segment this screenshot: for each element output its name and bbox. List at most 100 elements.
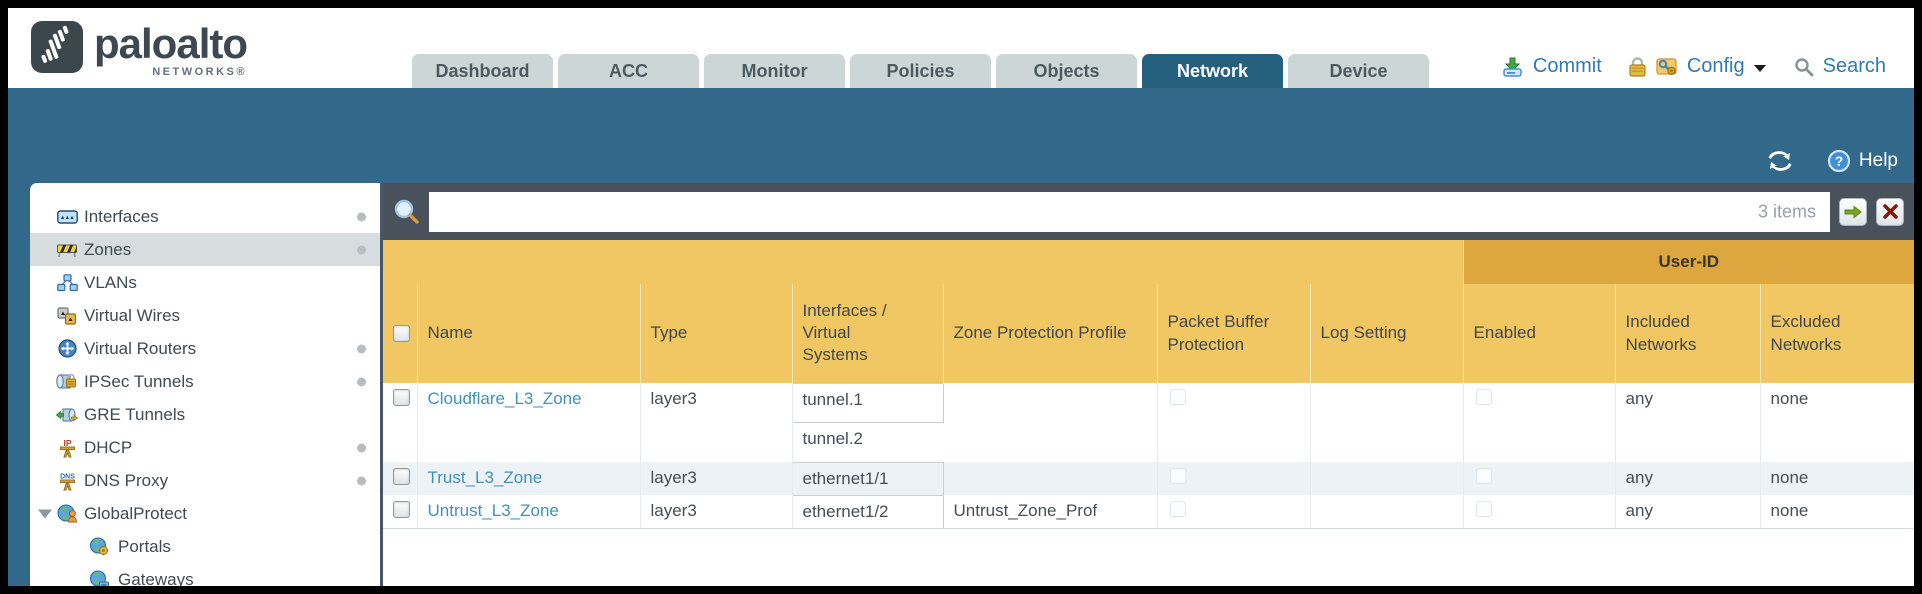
sidebar-item-portals[interactable]: Portals: [30, 530, 380, 563]
commit-button[interactable]: Commit: [1532, 55, 1602, 77]
config-caret-icon[interactable]: [1753, 65, 1766, 72]
tab-objects[interactable]: Objects: [996, 54, 1137, 88]
expand-triangle-icon[interactable]: [38, 509, 52, 518]
search-button[interactable]: Search: [1822, 55, 1886, 77]
col-header-excluded-networks[interactable]: Excluded Networks: [1759, 284, 1914, 383]
col-group-user-id: User-ID: [1462, 240, 1914, 284]
tab-dashboard[interactable]: Dashboard: [412, 54, 553, 88]
sidebar-item-vlans[interactable]: VLANs: [30, 266, 380, 299]
col-header-zone-protection-profile[interactable]: Zone Protection Profile: [942, 284, 1157, 383]
tab-device[interactable]: Device: [1288, 54, 1429, 88]
tab-policies[interactable]: Policies: [850, 54, 991, 88]
content-row: Interfaces Zones VLANs Vir: [8, 183, 1914, 586]
close-x-icon: [1882, 204, 1898, 219]
commit-icon[interactable]: [1501, 55, 1524, 78]
zone-type: layer3: [640, 495, 793, 529]
help-label[interactable]: Help: [1858, 150, 1898, 171]
sidebar-item-ipsec-tunnels[interactable]: IPSec Tunnels: [30, 365, 380, 398]
zone-interface: tunnel.1: [791, 382, 944, 423]
sidebar-item-virtual-routers[interactable]: Virtual Routers: [30, 332, 380, 365]
network-sidebar: Interfaces Zones VLANs Vir: [30, 183, 383, 586]
zone-protection-profile: [943, 383, 1158, 462]
included-networks: any: [1615, 495, 1761, 529]
packet-buffer-checkbox[interactable]: [1169, 389, 1186, 405]
main-panel: 3 items: [383, 183, 1914, 586]
col-header-included-networks[interactable]: Included Networks: [1614, 284, 1761, 383]
status-dot: [357, 476, 366, 485]
svg-text:IP: IP: [63, 438, 71, 448]
zones-table-area: User-ID Name Type Interfaces / Virtual S…: [383, 240, 1914, 586]
col-header-log-setting[interactable]: Log Setting: [1309, 284, 1464, 383]
zone-interface: ethernet1/1: [791, 461, 944, 496]
tab-acc[interactable]: ACC: [558, 54, 699, 88]
col-header-enabled[interactable]: Enabled: [1462, 284, 1616, 383]
sidebar-item-gre-tunnels[interactable]: GRE Tunnels: [30, 398, 380, 431]
gre-tunnels-icon: [56, 405, 78, 425]
tab-network[interactable]: Network: [1142, 54, 1283, 88]
packet-buffer-checkbox[interactable]: [1169, 468, 1186, 484]
tab-monitor[interactable]: Monitor: [704, 54, 845, 88]
sidebar-item-virtual-wires[interactable]: Virtual Wires: [30, 299, 380, 332]
col-header-interfaces[interactable]: Interfaces / Virtual Systems: [791, 284, 943, 383]
zone-name-link[interactable]: Trust_L3_Zone: [427, 468, 543, 487]
config-icon[interactable]: [1656, 56, 1678, 77]
portals-icon: [88, 537, 110, 557]
col-header-name[interactable]: Name: [416, 284, 640, 383]
config-menu-button[interactable]: Config: [1686, 55, 1745, 77]
main-nav-tabs: Dashboard ACC Monitor Policies Objects N…: [412, 54, 1434, 88]
user-id-enabled-checkbox[interactable]: [1475, 389, 1492, 405]
zone-name-link[interactable]: Cloudflare_L3_Zone: [427, 389, 582, 408]
svg-text:?: ?: [1835, 153, 1844, 169]
brand-name: paloalto: [94, 20, 248, 67]
refresh-icon[interactable]: [1767, 150, 1793, 172]
sidebar-item-interfaces[interactable]: Interfaces: [30, 200, 380, 233]
col-header-type[interactable]: Type: [639, 284, 792, 383]
items-count: 3 items: [1757, 201, 1816, 221]
virtual-wires-icon: [56, 306, 78, 326]
clear-filter-button[interactable]: [1876, 197, 1904, 226]
panos-app: paloalto NETWORKS® Dashboard ACC Monitor…: [8, 8, 1914, 586]
dhcp-icon: IP: [56, 438, 78, 458]
search-icon[interactable]: [1794, 57, 1814, 77]
row-checkbox[interactable]: [393, 389, 410, 406]
globalprotect-icon: [56, 504, 78, 524]
zone-interface: tunnel.2: [791, 421, 943, 463]
col-header-packet-buffer-protection[interactable]: Packet Buffer Protection: [1156, 284, 1310, 383]
log-setting: [1310, 495, 1464, 529]
apply-filter-button[interactable]: [1839, 197, 1867, 226]
help-icon[interactable]: ?: [1827, 149, 1851, 173]
sidebar-item-dhcp[interactable]: IP DHCP: [30, 431, 380, 464]
sidebar-item-gateways[interactable]: Gateways: [30, 563, 380, 586]
lock-icon[interactable]: [1628, 56, 1647, 78]
paloalto-logo-icon: [31, 21, 83, 73]
green-arrow-icon: [1844, 204, 1862, 219]
packet-buffer-checkbox[interactable]: [1169, 501, 1186, 517]
excluded-networks: none: [1760, 462, 1914, 495]
virtual-routers-icon: [56, 339, 78, 359]
sidebar-item-dns-proxy[interactable]: DNS DNS Proxy: [30, 464, 380, 497]
status-dot: [357, 377, 366, 386]
filter-search-icon: [394, 199, 419, 224]
filter-input[interactable]: [429, 191, 1830, 232]
select-all-checkbox[interactable]: [393, 325, 410, 342]
row-checkbox[interactable]: [393, 501, 410, 518]
log-setting: [1310, 383, 1464, 462]
ipsec-tunnels-icon: [56, 372, 78, 392]
zone-type: layer3: [640, 462, 793, 495]
interfaces-icon: [56, 207, 78, 227]
gateways-icon: [88, 570, 110, 586]
sidebar-item-globalprotect[interactable]: GlobalProtect: [30, 497, 380, 530]
status-dot: [357, 344, 366, 353]
zone-interface: ethernet1/2: [791, 494, 944, 529]
select-all-header: [383, 284, 417, 383]
dns-proxy-icon: DNS: [56, 471, 78, 491]
zone-name-link[interactable]: Untrust_L3_Zone: [427, 501, 559, 520]
sidebar-item-zones[interactable]: Zones: [30, 233, 380, 266]
status-dot: [357, 245, 366, 254]
brand-logo: paloalto NETWORKS®: [30, 20, 248, 78]
user-id-enabled-checkbox[interactable]: [1475, 501, 1492, 517]
row-checkbox[interactable]: [393, 468, 410, 485]
status-dot: [357, 443, 366, 452]
included-networks: any: [1615, 462, 1761, 495]
user-id-enabled-checkbox[interactable]: [1475, 468, 1492, 484]
